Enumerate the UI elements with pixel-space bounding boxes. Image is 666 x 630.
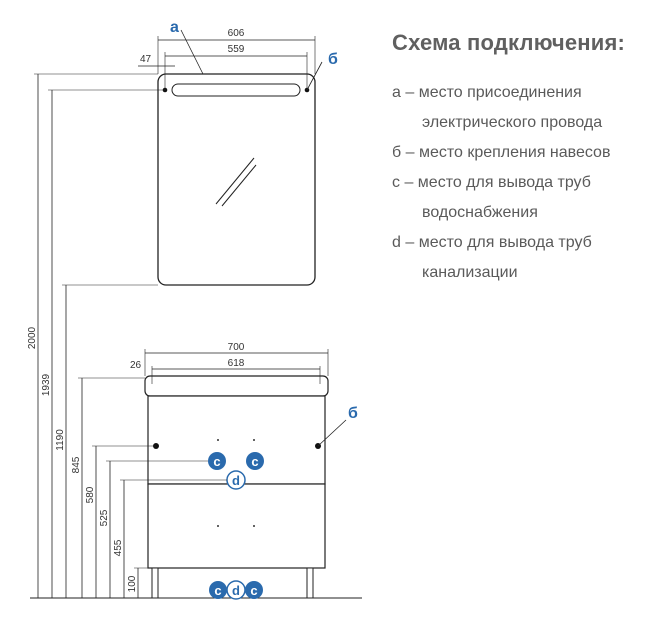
cabinet-leg-right: [306, 567, 314, 599]
dim-h-455: 455: [113, 539, 124, 556]
legend-item-d: d – место для вывода труб канализации: [392, 234, 592, 281]
mirror: [157, 73, 316, 286]
svg-text:c: c: [250, 583, 257, 598]
dim-h-845: 845: [71, 456, 82, 473]
cabinet-dimensions: 700 618 26: [130, 342, 329, 384]
badge-c-bottom-right: c: [245, 581, 263, 599]
cabinet-drawer: [147, 483, 326, 569]
height-dimensions: [34, 73, 227, 598]
dim-mirror-holes: 559: [228, 44, 245, 55]
svg-text:c: c: [251, 454, 258, 469]
label-b-cabinet: б: [348, 405, 358, 422]
badge-c-right: c: [246, 452, 264, 470]
legend-item-b: б – место крепления навесов: [392, 144, 611, 161]
dim-h-525: 525: [99, 509, 110, 526]
dim-cabinet-offset: 26: [130, 360, 142, 371]
dim-h-1190: 1190: [55, 429, 66, 451]
dim-mirror-offset: 47: [140, 54, 152, 65]
svg-text:c: c: [214, 583, 221, 598]
dim-cabinet-inner: 618: [228, 358, 245, 369]
legend-item-a: a – место присоединения электрического п…: [392, 84, 603, 131]
badge-c-bottom-left: c: [209, 581, 227, 599]
svg-text:c: c: [213, 454, 220, 469]
legend-item-c: c – место для вывода труб водоснабжения: [392, 174, 591, 221]
legend: Схема подключения: a – место присоединен…: [392, 30, 662, 288]
cabinet-leg-left: [151, 567, 159, 599]
dim-h-580: 580: [85, 486, 96, 503]
marker-a: a: [170, 19, 204, 75]
dim-mirror-width: 606: [228, 28, 245, 39]
legend-title: Схема подключения:: [392, 30, 626, 55]
dim-cabinet-width: 700: [228, 342, 245, 353]
svg-text:d: d: [232, 583, 240, 598]
cabinet-countertop: [144, 375, 329, 397]
dim-h-1939: 1939: [41, 373, 52, 396]
badge-d-bottom: d: [226, 580, 246, 600]
cabinet: [144, 375, 329, 599]
mirror-glare: [215, 157, 255, 205]
badge-d-middle: d: [226, 470, 246, 490]
height-labels: 2000 1939 1190 845 580 525 455 100: [27, 326, 138, 592]
label-b-mirror: б: [328, 51, 338, 68]
dim-h-100: 100: [127, 575, 138, 592]
marker-b-mirror: б: [306, 51, 338, 91]
mirror-dimensions: 606 559 47: [138, 28, 316, 90]
label-a: a: [170, 19, 179, 36]
svg-text:d: d: [232, 473, 240, 488]
marker-b-cabinet: б: [317, 405, 358, 447]
mirror-light-strip: [171, 83, 301, 97]
badge-c-left: c: [208, 452, 226, 470]
dim-h-2000: 2000: [27, 326, 38, 349]
